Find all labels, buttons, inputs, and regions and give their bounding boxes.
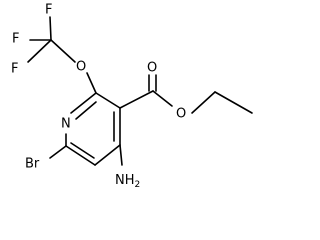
bond-group <box>27 16 253 166</box>
bond-o-ethyl-ch2 <box>191 91 216 114</box>
atom-o-ether: O <box>76 60 86 75</box>
molecule-structure: F F F O O O N Br NH2 <box>11 3 253 190</box>
atom-amino-nh: NH <box>115 173 135 188</box>
bond-c2-c3 <box>95 92 121 109</box>
bond-c4-nh2 <box>119 144 123 166</box>
bond-c6-br <box>49 145 67 159</box>
atom-n-ring: N <box>61 117 71 132</box>
bond-c4-c5 <box>94 144 121 166</box>
bond-cf3-f-top <box>49 16 52 41</box>
atom-br: Br <box>25 157 40 172</box>
atom-amino: NH2 <box>115 173 140 190</box>
atom-f-left-upper: F <box>12 32 19 47</box>
bond-n-c2-inner <box>75 101 97 120</box>
bond-ethyl-ch2-ch3 <box>214 91 253 114</box>
atom-f-top: F <box>45 3 52 18</box>
atom-f-left-lower: F <box>11 62 18 77</box>
atom-labels: F F F O O O N Br NH2 <box>11 3 186 190</box>
bond-cf3-f-left-lower <box>27 39 52 63</box>
bond-n-c2 <box>70 92 97 114</box>
atom-o-carbonyl: O <box>147 61 157 76</box>
bond-c3-carbonyl-c <box>119 90 154 109</box>
bond-c5-c6-inner <box>70 142 95 159</box>
bond-o-c2 <box>86 72 97 94</box>
atom-amino-subscript: 2 <box>135 180 141 190</box>
bond-carbonyl-c-o <box>152 90 173 107</box>
bond-cf3-o <box>50 39 76 63</box>
atom-o-ester: O <box>176 107 186 122</box>
bond-c5-c6 <box>65 145 96 166</box>
